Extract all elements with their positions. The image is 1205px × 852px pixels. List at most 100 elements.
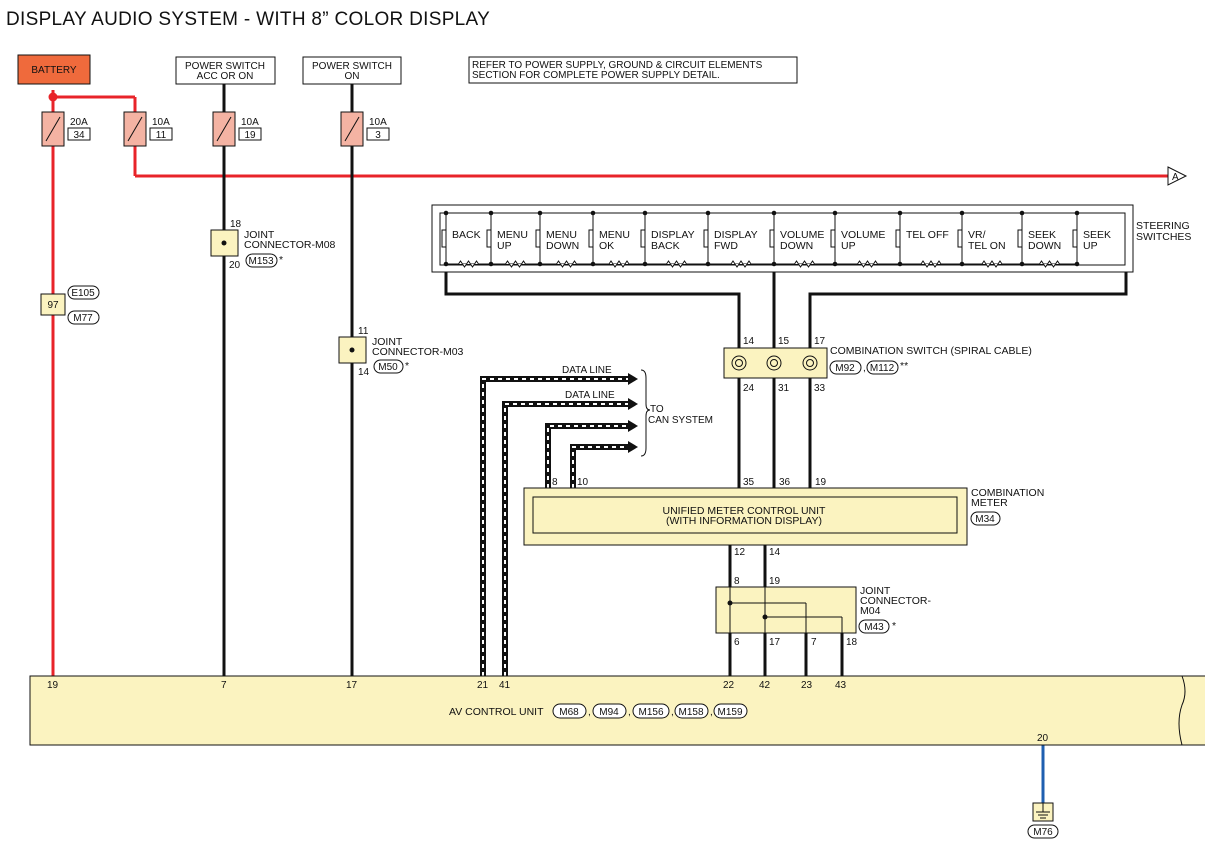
fuse-amp: 10A bbox=[152, 117, 170, 128]
switch-node bbox=[590, 210, 596, 216]
pin-number: 10 bbox=[577, 477, 589, 488]
switch-label: VR/ bbox=[968, 229, 986, 241]
steering-label-2: SWITCHES bbox=[1136, 231, 1191, 243]
joint-connector-m03: 11 14 JOINT CONNECTOR-M03 M50 * bbox=[338, 326, 464, 378]
resistor-icon bbox=[1039, 260, 1060, 268]
ground-icon: M76 bbox=[1027, 802, 1059, 839]
power-supply-note: REFER TO POWER SUPPLY, GROUND & CIRCUIT … bbox=[468, 56, 798, 84]
power-switch-acc-line1: POWER SWITCH bbox=[185, 61, 265, 72]
switch-node bbox=[897, 210, 903, 216]
resistor-icon bbox=[857, 260, 878, 268]
resistor-icon bbox=[666, 260, 687, 268]
resistor-icon bbox=[730, 260, 752, 268]
switch-contact-icon bbox=[588, 229, 594, 248]
arrow-a-label: A bbox=[1172, 172, 1179, 183]
resistor-icon bbox=[794, 260, 815, 268]
switch-contact-icon bbox=[957, 229, 963, 248]
switch-node bbox=[488, 210, 494, 216]
switch-label: UP bbox=[841, 240, 856, 252]
fuse-10a-19: 10A 19 bbox=[212, 111, 262, 147]
switch-node bbox=[1019, 210, 1025, 216]
battery: BATTERY bbox=[17, 54, 91, 85]
switch-node bbox=[642, 261, 648, 267]
signal-wires bbox=[222, 84, 1128, 676]
svg-text:,: , bbox=[628, 707, 631, 718]
switch-label: MENU bbox=[546, 229, 577, 241]
can-system-to: TO bbox=[650, 404, 664, 415]
pin-number: 7 bbox=[221, 680, 227, 691]
fuse-10a-11: 10A 11 bbox=[123, 111, 173, 147]
switch-node bbox=[642, 210, 648, 216]
switch-label: TEL OFF bbox=[906, 229, 949, 241]
combination-switch-spiral-cable: 14 15 17 24 31 33 COMBINATION SWITCH (SP… bbox=[723, 336, 1032, 394]
switch-contact-icon bbox=[486, 229, 492, 248]
power-switch-on: POWER SWITCH ON bbox=[302, 56, 402, 85]
switch-label: DOWN bbox=[780, 240, 813, 252]
switch-node bbox=[771, 210, 777, 216]
ground-connector-id: M76 bbox=[1033, 827, 1053, 838]
resistor-icon bbox=[556, 260, 577, 268]
switch-node bbox=[832, 210, 838, 216]
switch-node bbox=[771, 261, 777, 267]
connector-id: E105 bbox=[71, 288, 95, 299]
pin-number: 20 bbox=[229, 260, 241, 271]
pin-number: 11 bbox=[358, 326, 369, 337]
data-lines bbox=[480, 376, 630, 676]
switch-label: SEEK bbox=[1028, 229, 1056, 241]
pin-number: 19 bbox=[769, 576, 781, 587]
pin-number: 22 bbox=[723, 680, 735, 691]
switch-node bbox=[705, 210, 711, 216]
switch-node bbox=[537, 210, 543, 216]
power-switch-acc: POWER SWITCH ACC OR ON bbox=[175, 56, 276, 85]
switch-label: BACK bbox=[651, 240, 680, 252]
switch-label: FWD bbox=[714, 240, 738, 252]
connector-id: M50 bbox=[378, 362, 398, 373]
switch-contact-icon bbox=[769, 229, 775, 248]
switch-contact-icon bbox=[830, 229, 836, 248]
connector-id: M34 bbox=[975, 514, 995, 525]
connector-id: M156 bbox=[638, 707, 663, 718]
fuse-number: 19 bbox=[244, 130, 256, 141]
av-control-unit: AV CONTROL UNIT M68 , M94 , M156 , M158 … bbox=[29, 675, 1205, 746]
pin-number: 21 bbox=[477, 680, 489, 691]
jc-m04-label-3: M04 bbox=[860, 605, 881, 617]
resistor-icon bbox=[458, 260, 479, 268]
av-unit-label: AV CONTROL UNIT bbox=[449, 706, 544, 718]
switch-node bbox=[1074, 261, 1080, 267]
switch-contact-icon bbox=[1017, 229, 1023, 248]
connector-id: M92 bbox=[835, 363, 855, 374]
data-line-label-2: DATA LINE bbox=[565, 390, 615, 401]
switch-node bbox=[832, 261, 838, 267]
switch-label: DISPLAY bbox=[651, 229, 695, 241]
fuse-amp: 10A bbox=[241, 117, 259, 128]
pin-number: 8 bbox=[552, 477, 558, 488]
data-line-label-1: DATA LINE bbox=[562, 365, 612, 376]
power-switch-on-line2: ON bbox=[345, 71, 360, 82]
connector-id: M43 bbox=[864, 622, 884, 633]
switch-node bbox=[897, 261, 903, 267]
pin-number: 17 bbox=[346, 680, 358, 691]
meter-inner-label-1: UNIFIED METER CONTROL UNIT bbox=[663, 505, 827, 517]
switch-node bbox=[488, 261, 494, 267]
power-switch-acc-line2: ACC OR ON bbox=[197, 71, 254, 82]
power-wires bbox=[51, 90, 1170, 676]
switch-contact-icon bbox=[640, 229, 646, 248]
switch-label: SEEK bbox=[1083, 229, 1111, 241]
fuse-number: 11 bbox=[156, 130, 167, 141]
spiral-cable-label: COMBINATION SWITCH (SPIRAL CABLE) bbox=[830, 345, 1032, 357]
switch-label: UP bbox=[1083, 240, 1098, 252]
switch-label: UP bbox=[497, 240, 512, 252]
switch-label: OK bbox=[599, 240, 614, 252]
footnote-mark: * bbox=[279, 254, 283, 266]
inline-connector-pin: 97 bbox=[47, 300, 59, 311]
meter-name-1: COMBINATION bbox=[971, 487, 1044, 499]
jc-m08-label-2: CONNECTOR-M08 bbox=[244, 239, 336, 251]
pin-number: 35 bbox=[743, 477, 755, 488]
switch-label: DISPLAY bbox=[714, 229, 758, 241]
svg-text:,: , bbox=[671, 707, 674, 718]
pin-number: 36 bbox=[779, 477, 791, 488]
power-switch-on-line1: POWER SWITCH bbox=[312, 61, 392, 72]
resistor-icon bbox=[920, 260, 942, 268]
jc-m08-label-1: JOINT bbox=[244, 229, 275, 241]
